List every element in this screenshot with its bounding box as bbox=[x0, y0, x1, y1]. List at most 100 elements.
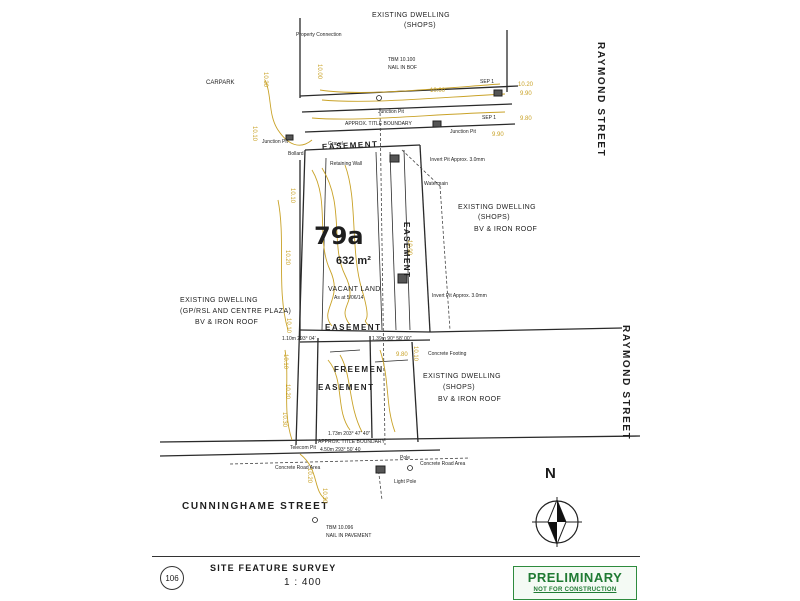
spot-level: 10.30 bbox=[281, 412, 287, 428]
junction-pit-label: Junction Pit bbox=[378, 109, 404, 115]
easement-label: EASEMENT bbox=[318, 383, 375, 392]
pit-symbol bbox=[375, 465, 386, 474]
pit-symbol bbox=[397, 273, 408, 284]
carpark-label: CARPARK bbox=[206, 80, 235, 86]
building-label-left: BV & IRON ROOF bbox=[195, 319, 259, 326]
building-label-right-lower: EXISTING DWELLING bbox=[423, 373, 501, 380]
boundary-line bbox=[299, 329, 431, 333]
building-label-left: EXISTING DWELLING bbox=[180, 297, 258, 304]
stamp-main-text: PRELIMINARY bbox=[527, 570, 623, 585]
spot-level: 9.90 bbox=[520, 91, 532, 97]
north-arrow bbox=[532, 497, 582, 547]
sheet-number: 106 bbox=[160, 566, 184, 590]
boundary-label: APPROX. TITLE BOUNDARY bbox=[345, 121, 412, 127]
spot-level: 10.00 bbox=[430, 88, 446, 94]
spot-level: 10.20 bbox=[518, 82, 534, 88]
spot-level: 10.20 bbox=[306, 468, 312, 484]
lot-area: 632 m² bbox=[336, 255, 371, 267]
spot-level: 10.10 bbox=[251, 126, 257, 142]
telecom-pit-label: Telecom Pit bbox=[290, 445, 316, 451]
pit-symbol bbox=[432, 120, 442, 128]
title-block bbox=[152, 556, 640, 601]
junction-pit-label: Junction Pit bbox=[262, 139, 288, 145]
scale-label: 1 : 400 bbox=[284, 577, 322, 588]
contour-line bbox=[284, 349, 293, 441]
spot-level: 10.00 bbox=[316, 64, 322, 80]
building-label-right-lower: BV & IRON ROOF bbox=[438, 396, 502, 403]
pole-label: Pole bbox=[400, 455, 411, 461]
preliminary-stamp: PRELIMINARY NOT FOR CONSTRUCTION bbox=[513, 566, 637, 600]
contour-line bbox=[321, 93, 506, 102]
spot-level: 10.20 bbox=[284, 384, 290, 400]
spot-level: 10.30 bbox=[321, 488, 327, 504]
light-pole-label: Light Pole bbox=[394, 479, 417, 485]
gravel-label: Gravel bbox=[328, 141, 343, 147]
building-label-right-lower: (SHOPS) bbox=[443, 384, 475, 391]
tbm-label: NAIL IN BOF bbox=[388, 65, 417, 71]
lane-edge-line bbox=[304, 123, 516, 133]
spot-level: 9.80 bbox=[396, 352, 408, 358]
street-name-cunninghame: CUNNINGHAME STREET bbox=[182, 501, 330, 512]
boundary-line bbox=[419, 144, 431, 333]
spot-level: 10.00 bbox=[406, 240, 412, 256]
spot-level: 10.10 bbox=[282, 354, 288, 370]
spot-level: 10.10 bbox=[412, 346, 418, 362]
north-label: N bbox=[545, 465, 556, 482]
tbm-label: TBM 10.100 bbox=[388, 57, 416, 63]
watermain-label: Watermain bbox=[424, 181, 448, 187]
concrete-footing-label: Concrete Footing bbox=[428, 351, 467, 357]
contour-line bbox=[299, 453, 327, 501]
contour-line bbox=[321, 167, 351, 326]
boundary-line bbox=[369, 335, 373, 439]
contour-line bbox=[339, 354, 363, 433]
boundary-line bbox=[315, 337, 319, 445]
boundary-line bbox=[299, 339, 431, 343]
contour-line bbox=[327, 359, 351, 431]
contour-line bbox=[379, 349, 396, 433]
building-label-right-upper: BV & IRON ROOF bbox=[474, 226, 538, 233]
pit-symbol bbox=[285, 134, 294, 141]
pole-symbol bbox=[376, 95, 382, 101]
retaining-wall-label: Retaining Wall bbox=[330, 161, 363, 167]
pole-symbol bbox=[407, 465, 413, 471]
survey-title: SITE FEATURE SURVEY bbox=[210, 563, 337, 573]
street-name-raymond: RAYMOND STREET bbox=[595, 42, 606, 158]
junction-pit-label: Junction Pit bbox=[450, 129, 476, 135]
easement-label: EASEMENT bbox=[325, 323, 382, 332]
concrete-road-label: Concrete Road Area bbox=[420, 461, 466, 467]
dimension-label: 1.39m 90° 58' 00" bbox=[372, 336, 412, 342]
dimension-label: 1.10m 293° 04' bbox=[282, 336, 316, 342]
dimension-label: 1.73m 203° 47' 40" bbox=[328, 431, 371, 437]
contour-line bbox=[264, 79, 313, 146]
spot-level: 10.10 bbox=[289, 188, 295, 204]
lot-ref: As at 5/06/14 bbox=[334, 295, 364, 301]
tbm-label: TBM 10.096 bbox=[326, 525, 354, 531]
street-name-raymond: RAYMOND STREET bbox=[620, 325, 631, 441]
property-connection-label: Property Connection bbox=[296, 32, 342, 38]
building-label-left: (GP/RSL AND CENTRE PLAZA) bbox=[180, 308, 292, 315]
building-label-right-upper: (SHOPS) bbox=[478, 214, 510, 221]
spot-level: 9.80 bbox=[520, 116, 532, 122]
building-label-top: (SHOPS) bbox=[404, 22, 436, 29]
stamp-sub-text: NOT FOR CONSTRUCTION bbox=[533, 587, 617, 593]
invert-label: Invert Pit Approx. 3.0mm bbox=[430, 157, 485, 163]
contour-line bbox=[311, 111, 506, 120]
contour-line bbox=[311, 169, 335, 327]
sep-label: SEP 1 bbox=[482, 115, 497, 121]
pit-symbol bbox=[493, 89, 503, 97]
boundary-line bbox=[411, 341, 419, 443]
invert-label: Invert Pit Approx. 3.0mm bbox=[432, 293, 487, 299]
spot-level: 10.30 bbox=[262, 72, 268, 88]
contour-line bbox=[319, 83, 501, 93]
building-label-top: EXISTING DWELLING bbox=[372, 12, 450, 19]
tbm-label: NAIL IN PAVEMENT bbox=[326, 533, 372, 539]
lot-number: 79a bbox=[314, 222, 364, 250]
lot-status: VACANT LAND bbox=[328, 286, 381, 293]
sep-label: SEP 1 bbox=[480, 79, 495, 85]
boundary-label: APPROX. TITLE BOUNDARY bbox=[318, 439, 385, 445]
pit-symbol bbox=[389, 154, 400, 163]
spot-level: 10.20 bbox=[284, 250, 290, 266]
contour-line bbox=[344, 164, 369, 326]
boundary-line bbox=[304, 144, 421, 151]
